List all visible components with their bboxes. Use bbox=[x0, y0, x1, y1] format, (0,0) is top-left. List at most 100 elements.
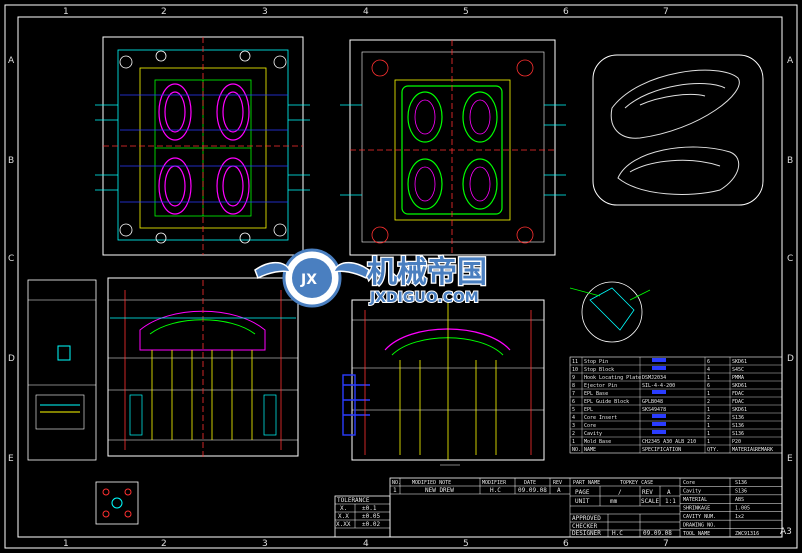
bom-cell: S45C bbox=[732, 367, 744, 373]
zone-top-1: 1 bbox=[63, 7, 69, 17]
scale-value: 1:1 bbox=[665, 498, 676, 505]
bom-spec-placeholder bbox=[652, 390, 666, 394]
rev-col-rev: REV bbox=[553, 480, 562, 486]
watermark: JX 机械帝国 JXDIGUO.COM bbox=[254, 248, 488, 308]
zone-right-D: D bbox=[787, 354, 794, 364]
bom-cell: Cavity bbox=[584, 431, 602, 437]
bom-cell: EPL bbox=[584, 407, 593, 413]
zone-left-D: D bbox=[8, 354, 15, 364]
bom-header-cell: NAME bbox=[584, 447, 596, 453]
bom-spec-placeholder bbox=[652, 430, 666, 434]
zone-top-2: 2 bbox=[161, 7, 167, 17]
approved-label: APPROVED bbox=[572, 515, 601, 522]
bom-cell: EPL Guide Block bbox=[584, 399, 629, 405]
unit-value: mm bbox=[610, 498, 618, 505]
tol-x-value: ±0.1 bbox=[362, 505, 377, 512]
zone-top-5: 5 bbox=[463, 7, 469, 17]
bom-cell: 8 bbox=[572, 383, 575, 389]
zone-left-A: A bbox=[8, 56, 15, 66]
bom-cell: Stop Block bbox=[584, 367, 614, 373]
zone-bottom-3: 3 bbox=[262, 539, 268, 549]
bom-cell: SKS49478 bbox=[642, 407, 666, 413]
bom-cell: 9 bbox=[572, 375, 575, 381]
bom-cell: 1 bbox=[707, 439, 710, 445]
designer-date: 09.09.08 bbox=[643, 530, 672, 537]
zone-left-E: E bbox=[8, 454, 14, 464]
bom-header-cell: MATERIAL bbox=[732, 447, 756, 453]
page-separator: / bbox=[618, 489, 622, 496]
material-row-label: CAVITY NUM. bbox=[683, 514, 716, 520]
bom-cell: 6 bbox=[572, 399, 575, 405]
zone-right-C: C bbox=[787, 254, 793, 264]
rev-col-date: DATE bbox=[524, 480, 536, 486]
tol-xxx-value: ±0.02 bbox=[362, 521, 380, 528]
material-row-label: MATERIAL bbox=[683, 497, 707, 503]
bom-cell: GPLB048 bbox=[642, 399, 663, 405]
watermark-en: JXDIGUO.COM bbox=[369, 290, 479, 306]
bom-cell: 6 bbox=[707, 383, 710, 389]
material-row-value: S136 bbox=[735, 480, 747, 486]
bom-cell: 2 bbox=[707, 415, 710, 421]
rev-row-rev: A bbox=[557, 487, 561, 494]
bom-header-cell: REMARK bbox=[755, 447, 773, 453]
material-row-value: 1.005 bbox=[735, 506, 750, 512]
bom-cell: 1 bbox=[707, 407, 710, 413]
section-view-b bbox=[342, 299, 545, 466]
zone-right-E: E bbox=[787, 454, 793, 464]
bom-cell: 4 bbox=[572, 415, 575, 421]
bom-cell: Mold Base bbox=[584, 439, 611, 445]
zone-right-A: A bbox=[787, 56, 794, 66]
bom-header-cell: SPECIFICATION bbox=[642, 447, 681, 453]
checker-label: CHECKER bbox=[572, 523, 598, 530]
zone-top-6: 6 bbox=[563, 7, 569, 17]
zone-bottom-7: 7 bbox=[663, 539, 669, 549]
tol-xx-label: X.X bbox=[338, 513, 349, 520]
bom-cell: FDAC bbox=[732, 391, 744, 397]
bom-cell: SIL-4-4-200 bbox=[642, 383, 675, 389]
part-name-label: PART NAME bbox=[573, 480, 600, 486]
bom-cell: 1 bbox=[707, 431, 710, 437]
bom-cell: 10 bbox=[572, 367, 578, 373]
bom-cell: 3 bbox=[572, 423, 575, 429]
zone-labels: 1 2 3 4 5 6 7 1 2 3 4 5 6 7 A B C D E A … bbox=[8, 7, 794, 549]
bom-cell: FDAC bbox=[732, 399, 744, 405]
rev-label: REV bbox=[642, 489, 653, 496]
bom-spec-placeholder bbox=[652, 358, 666, 362]
bom-cell: 6 bbox=[707, 359, 710, 365]
rev-col-note: MODIFIED NOTE bbox=[412, 480, 451, 486]
bom-cell: 1 bbox=[707, 391, 710, 397]
bom-cell: S136 bbox=[732, 415, 744, 421]
bom-cell: Hook Locating Plate bbox=[584, 375, 641, 381]
tol-xx-value: ±0.05 bbox=[362, 513, 380, 520]
bom-cell: S136 bbox=[732, 431, 744, 437]
bom-cell: SKD61 bbox=[732, 359, 747, 365]
material-row-value: ABS bbox=[735, 497, 744, 503]
bom-cell: 2 bbox=[707, 399, 710, 405]
bom-cell: Stop Pin bbox=[584, 359, 608, 365]
zone-top-4: 4 bbox=[363, 7, 369, 17]
designer-label: DESIGNER bbox=[572, 530, 601, 537]
bom-cell: EPL Base bbox=[584, 391, 608, 397]
bom-header-cell: QTY. bbox=[707, 447, 719, 453]
rev-row-modifier: H.C bbox=[490, 487, 501, 494]
material-row-value: 1x2 bbox=[735, 514, 744, 520]
zone-top-3: 3 bbox=[262, 7, 268, 17]
bom-cell: Core Insert bbox=[584, 415, 617, 421]
detail-view bbox=[569, 281, 651, 343]
sheet-size-label: A3 bbox=[780, 527, 792, 537]
zone-bottom-6: 6 bbox=[563, 539, 569, 549]
bom-cell: 1 bbox=[707, 423, 710, 429]
bom-cell: 4 bbox=[707, 367, 710, 373]
zone-bottom-5: 5 bbox=[463, 539, 469, 549]
bom-cell: 11 bbox=[572, 359, 578, 365]
bom-cell: SKD61 bbox=[732, 383, 747, 389]
material-row-label: TOOL NAME bbox=[683, 531, 710, 537]
part-name: TOPKEY CASE bbox=[620, 480, 653, 486]
scale-label: SCALE bbox=[641, 498, 659, 505]
tolerance-label: TOLERANCE bbox=[337, 497, 370, 504]
bom-cell: 1 bbox=[707, 375, 710, 381]
bom-cell: PMMA bbox=[732, 375, 744, 381]
svg-text:JX: JX bbox=[300, 272, 317, 288]
